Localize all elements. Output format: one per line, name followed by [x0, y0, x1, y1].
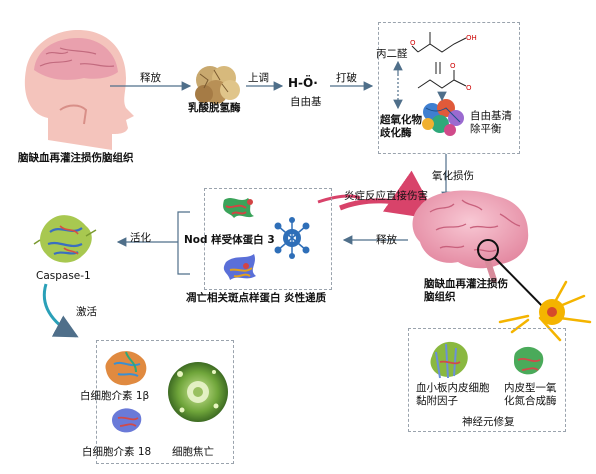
break-label: 打破: [336, 72, 357, 84]
svg-text:O: O: [466, 84, 472, 92]
protein-ribbon-icon: [223, 254, 256, 280]
protein-ribbon-icon: [33, 215, 97, 263]
head-caption: 脑缺血再灌注损伤脑组织: [18, 152, 134, 164]
inflammatory-mediator-box: [96, 340, 234, 464]
svg-text:O: O: [410, 39, 416, 47]
protein-ribbon-icon: [430, 341, 468, 379]
activate-2-arrow: [42, 283, 79, 338]
release-label-1: 释放: [140, 72, 161, 84]
head-profile-icon: [24, 30, 135, 150]
cell-microscopy-icon: [168, 362, 228, 422]
protein-ribbon-icon: [105, 351, 147, 386]
activate-2-label: 激活: [76, 306, 97, 318]
brain-caption: 脑缺血再灌注损伤 脑组织: [424, 278, 508, 304]
oxidation-box: [378, 22, 520, 154]
inflammasome-box: [204, 188, 332, 290]
asc-label: 凋亡相关斑点样蛋白 炎性递质: [186, 292, 327, 304]
radical-clear-label: 自由基清 除平衡: [470, 110, 512, 136]
ldh-label: 乳酸脱氢酶: [188, 102, 241, 114]
inflammation-label: 炎症反应直接伤害: [344, 190, 428, 202]
brain-icon: [412, 190, 549, 313]
il18-label: 白细胞介素 18: [82, 446, 152, 458]
free-radical-label: 自由基: [290, 96, 322, 108]
nod-label: Nod 样受体蛋白 3: [184, 234, 275, 246]
svg-text:O: O: [450, 62, 456, 70]
enos-label: 内皮型一氧 化氮合成酶: [504, 382, 557, 408]
malondialdehyde-structure-icon: [411, 32, 467, 89]
sod-label: 超氧化物 歧化酶: [380, 114, 422, 140]
release-label-2: 释放: [376, 234, 397, 246]
oxidative-damage-label: 氧化损伤: [432, 170, 474, 182]
malondialdehyde-label: 丙二醛: [376, 48, 408, 60]
neuron-icon: [498, 280, 592, 342]
pecam-label: 血小板内皮细胞 黏附因子: [416, 382, 490, 408]
protein-ribbon-icon: [223, 198, 254, 218]
upregulate-label: 上调: [248, 72, 269, 84]
activate-label: 活化: [130, 232, 151, 244]
caspase-label: Caspase-1: [36, 270, 91, 282]
radical-formula: H-Ö·: [288, 76, 318, 90]
network-node-icon: [274, 217, 310, 259]
neuro-repair-label: 神经元修复: [462, 416, 515, 428]
sod-protein-icon: [422, 99, 464, 136]
enzyme-molecule-icon: [195, 66, 240, 104]
il1b-label: 白细胞介素 1β: [80, 390, 150, 402]
pyroptosis-label: 细胞焦亡: [172, 446, 214, 458]
svg-text:OH: OH: [466, 34, 477, 42]
protein-ribbon-icon: [112, 408, 142, 433]
protein-ribbon-icon: [514, 346, 544, 375]
neuro-repair-box: [408, 328, 566, 432]
